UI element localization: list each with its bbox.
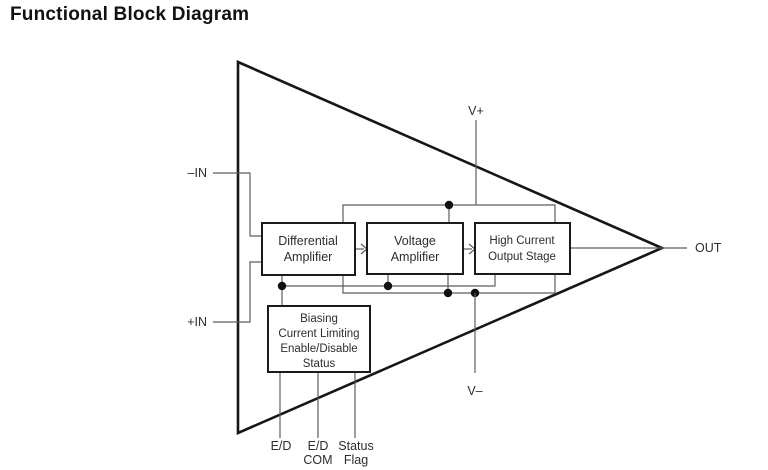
block-biasing-label: Enable/Disable	[280, 343, 357, 355]
pin-label-out: OUT	[695, 241, 722, 255]
rail-vminus-bottom	[342, 274, 556, 298]
block-differential-amplifier-label: Amplifier	[284, 250, 333, 264]
junction-dot	[443, 288, 453, 298]
pin-label-vplus: V+	[468, 104, 484, 118]
pin-label-status-flag: Flag	[344, 453, 368, 467]
pin-label-vminus: V–	[467, 384, 482, 398]
block-voltage-amplifier-label: Voltage	[394, 234, 436, 248]
block-output-stage-label: Output Stage	[488, 251, 556, 263]
block-biasing-label: Biasing	[300, 313, 338, 325]
rail-vplus-top	[342, 200, 556, 223]
pin-label-enable-disable: E/D	[271, 439, 292, 453]
signal-arrow-right-icon	[355, 243, 368, 255]
junction-dot	[383, 281, 393, 291]
block-output-stage-label: High Current	[489, 235, 555, 247]
wire-noninverting-input	[213, 261, 262, 323]
pin-label-enable-disable-com: COM	[303, 453, 332, 467]
signal-arrow-right-icon	[463, 243, 476, 255]
pin-label-enable-disable-com: E/D	[308, 439, 329, 453]
pin-label-noninverting-input: +IN	[187, 315, 207, 329]
opamp-triangle-outline	[236, 60, 666, 435]
block-voltage-amplifier-label: Amplifier	[391, 250, 440, 264]
block-biasing: Biasing Current Limiting Enable/Disable …	[267, 305, 371, 373]
junction-dot	[444, 200, 454, 210]
pin-label-status-flag: Status	[338, 439, 373, 453]
pin-label-inverting-input: –IN	[188, 166, 207, 180]
page-title: Functional Block Diagram	[10, 4, 250, 25]
wire-inverting-input	[213, 172, 262, 237]
rail-bias-bottom	[277, 274, 496, 306]
block-voltage-amplifier: Voltage Amplifier	[366, 222, 464, 275]
junction-dot	[277, 281, 287, 291]
block-differential-amplifier-label: Differential	[278, 234, 338, 248]
block-biasing-label: Current Limiting	[278, 328, 359, 340]
block-differential-amplifier: Differential Amplifier	[261, 222, 356, 276]
block-biasing-label: Status	[303, 358, 336, 370]
block-high-current-output-stage: High Current Output Stage	[474, 222, 571, 275]
